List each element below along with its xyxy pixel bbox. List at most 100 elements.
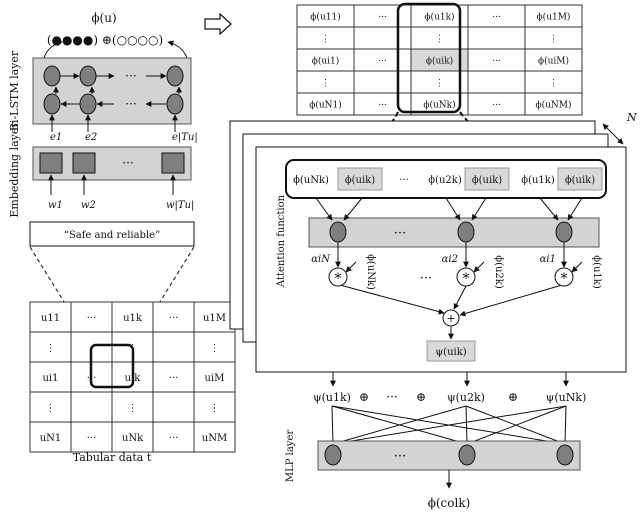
- mlp-input: ψ(u2k): [447, 391, 485, 404]
- table-cell: [29, 421, 72, 453]
- mlp-layer-box: [317, 440, 581, 471]
- multiply-symbol: *: [463, 271, 470, 287]
- text-input-box: [29, 221, 195, 247]
- attention-node: [329, 221, 347, 243]
- table-cell-text: ⋮: [435, 78, 444, 88]
- table-cell: [111, 421, 154, 453]
- table-cell-text: ···: [378, 12, 387, 22]
- concat-label: (●●●●) ⊕(○○○○): [47, 33, 163, 47]
- mlp-node-ellipsis: ···: [394, 449, 406, 464]
- table-cell-text: ⋮: [321, 78, 330, 88]
- table-cell-text: ⋮: [210, 403, 220, 414]
- input-row-value: ϕ(u1k): [521, 175, 555, 186]
- table-cell: [193, 301, 236, 333]
- psi-output-label: ψ(uik): [435, 347, 466, 358]
- table-cell-text: ···: [492, 100, 501, 110]
- phi-rotated-label: ϕ(u2k): [493, 255, 504, 289]
- bilstm-node: [43, 93, 61, 115]
- table-cell: [353, 26, 412, 50]
- table-cell: [152, 361, 195, 393]
- final-output-label: ϕ(colk): [428, 496, 471, 510]
- embedding-table: ϕ(u11)···ϕ(u1k)···ϕ(u1M)⋮⋮⋮ϕ(ui1)···ϕ(ui…: [296, 4, 583, 116]
- input-row-value: ϕ(uik): [565, 175, 595, 186]
- attention-arrows: [315, 197, 583, 340]
- input-row-cell: [557, 167, 603, 191]
- sum-symbol: +: [446, 312, 455, 325]
- table-cell-text: ···: [492, 12, 501, 22]
- input-row-value: ϕ(uik): [472, 175, 502, 186]
- mlp-connections: [331, 405, 567, 445]
- bilstm-node: [79, 65, 97, 87]
- input-row-cell: [464, 167, 510, 191]
- table-cell-text: ϕ(u1k): [424, 11, 454, 22]
- table-cell: [29, 391, 72, 423]
- bilstm-node: [79, 93, 97, 115]
- table-cell: [152, 391, 195, 423]
- phi-rotated-label: ϕ(u1k): [591, 255, 602, 289]
- bilstm-ellipsis: ···: [125, 97, 136, 111]
- embedding-ellipsis: ···: [122, 156, 133, 170]
- table-cell-text: ⋮: [210, 343, 220, 354]
- e-label: e|Tu|: [172, 132, 198, 143]
- e-label: e2: [85, 132, 97, 143]
- bilstm-box: [32, 57, 192, 125]
- table-cell-text: ···: [169, 313, 179, 324]
- table-cell-text: ···: [87, 313, 97, 324]
- input-row-cell: [337, 167, 383, 191]
- table-cell-text: ···: [87, 433, 97, 444]
- table-cell: [152, 421, 195, 453]
- table-cell-text: ϕ(uik): [426, 55, 453, 66]
- table-cell-text: u11: [41, 313, 60, 324]
- table-cell-text: u1M: [203, 313, 226, 324]
- table-cell-text: uN1: [40, 433, 62, 444]
- table-cell-text: ⋮: [321, 34, 330, 44]
- psi-output-cell: [426, 340, 476, 362]
- table-cell-text: u1k: [123, 313, 143, 324]
- table-cell-text: ϕ(uN1): [309, 99, 342, 110]
- e-label: e1: [50, 132, 62, 143]
- w-label: w2: [81, 200, 96, 211]
- attention-node: [457, 221, 475, 243]
- table-cell: [152, 331, 195, 363]
- mlp-input: ψ(uNk): [546, 391, 587, 404]
- table-cell: [193, 361, 236, 393]
- bilstm-node: [166, 93, 184, 115]
- bilstm-node: [43, 65, 61, 87]
- attention-function-box: [308, 217, 600, 248]
- table-cell-text: ϕ(u11): [310, 11, 340, 22]
- mlp-ellipsis: ···: [386, 390, 397, 404]
- mlp-input: ψ(u1k): [313, 391, 351, 404]
- table-cell-text: ϕ(ui1): [312, 55, 340, 66]
- table-cell-text: ···: [378, 56, 387, 66]
- mlp-node: [556, 444, 574, 466]
- attention-function-label: Attention function: [276, 194, 287, 288]
- table-cell-text: ϕ(uiM): [538, 55, 569, 66]
- table-cell-text: uiM: [205, 373, 225, 384]
- table-cell: [29, 361, 72, 393]
- table-caption: Tabular data t: [73, 451, 152, 464]
- stack-depth-arrow: [602, 123, 624, 145]
- table-cell: [467, 70, 526, 94]
- table-cell-text: ui1: [42, 373, 58, 384]
- table-cell: [111, 301, 154, 333]
- table-cell-text: ⋮: [549, 78, 558, 88]
- embedding-layer-label: Embedding layer: [8, 122, 21, 218]
- table-cell: [111, 391, 154, 423]
- table-cell: [152, 301, 195, 333]
- bilstm-ellipsis: ···: [125, 69, 136, 83]
- alpha-label: αi1: [540, 254, 556, 265]
- column-k-highlight: [396, 2, 462, 114]
- table-cell-text: uNk: [122, 433, 144, 444]
- multiply-op: [554, 267, 574, 287]
- phi-rotated-label: ϕ(uNk): [365, 254, 376, 290]
- multiply-op: [456, 267, 476, 287]
- alpha-label: αiN: [311, 254, 331, 265]
- mlp-node: [324, 444, 342, 466]
- table-cell: [70, 391, 113, 423]
- embedding-node: [161, 152, 185, 174]
- table-cell: [353, 70, 412, 94]
- phi-u-label: ϕ(u): [91, 11, 116, 25]
- mlp-concat: ⊕: [359, 390, 369, 404]
- n-label: N: [626, 111, 637, 124]
